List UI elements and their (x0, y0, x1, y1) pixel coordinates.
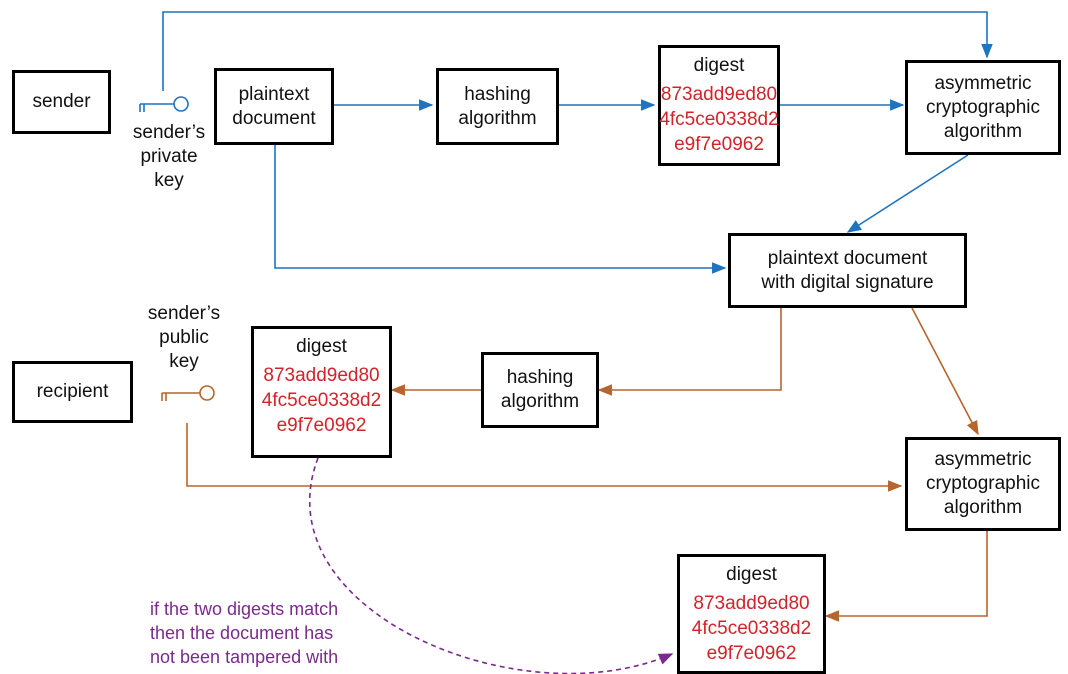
arrow-signed-to-asymmetric-verify (911, 307, 979, 436)
digest-hash-line: e9f7e0962 (706, 643, 797, 664)
arrow-signed-to-hashing (597, 307, 782, 396)
recipient-box: recipient (12, 361, 133, 423)
comparison-note: if the two digests match then the docume… (150, 599, 339, 667)
hashing-algorithm-box-verify: hashing algorithm (481, 352, 599, 428)
hashing-algorithm-box: hashing algorithm (436, 68, 559, 145)
digest-title: digest (726, 564, 777, 585)
public-key-label: sender’s public key (147, 303, 221, 372)
asymmetric-algorithm-box-verify: asymmetric cryptographic algorithm (905, 437, 1061, 531)
recipient-label: recipient (36, 381, 109, 402)
digest-hash-line: e9f7e0962 (276, 415, 367, 436)
plaintext-document-box: plaintext document (214, 68, 334, 145)
digest-hash-line: 873add9ed80 (660, 84, 778, 105)
arrow-plaintext-to-signed (274, 145, 727, 274)
digest-title: digest (693, 55, 745, 76)
public-key-icon (161, 385, 215, 401)
asymmetric-algorithm-box-signing: asymmetric cryptographic algorithm (905, 60, 1061, 155)
comparison-arrow (309, 443, 674, 674)
digest-hash-line: 4fc5ce0338d2 (261, 390, 382, 411)
digest-box-result: digest 873add9ed80 4fc5ce0338d2 e9f7e096… (677, 554, 826, 674)
arrow-asymmetric-to-digest2 (824, 531, 988, 622)
arrow-asymmetric-to-signed (846, 154, 969, 233)
arrow-key-to-asymmetric (162, 11, 993, 91)
digest-box-verify: digest 873add9ed80 4fc5ce0338d2 e9f7e096… (251, 326, 392, 458)
private-key-icon (139, 96, 189, 112)
digest-hash-line: 873add9ed80 (263, 365, 380, 386)
digest-hash-line: e9f7e0962 (674, 134, 764, 155)
signed-document-box: plaintext document with digital signatur… (728, 233, 967, 308)
sender-box: sender (12, 70, 111, 134)
private-key-label: sender’s private key (132, 122, 206, 191)
digest-box-signing: digest 873add9ed80 4fc5ce0338d2 e9f7e096… (658, 45, 780, 166)
sender-label: sender (32, 91, 91, 112)
digest-hash-line: 873add9ed80 (693, 593, 810, 614)
digest-hash-line: 4fc5ce0338d2 (659, 109, 779, 130)
digest-hash-line: 4fc5ce0338d2 (691, 618, 812, 639)
digest-title: digest (296, 336, 347, 357)
